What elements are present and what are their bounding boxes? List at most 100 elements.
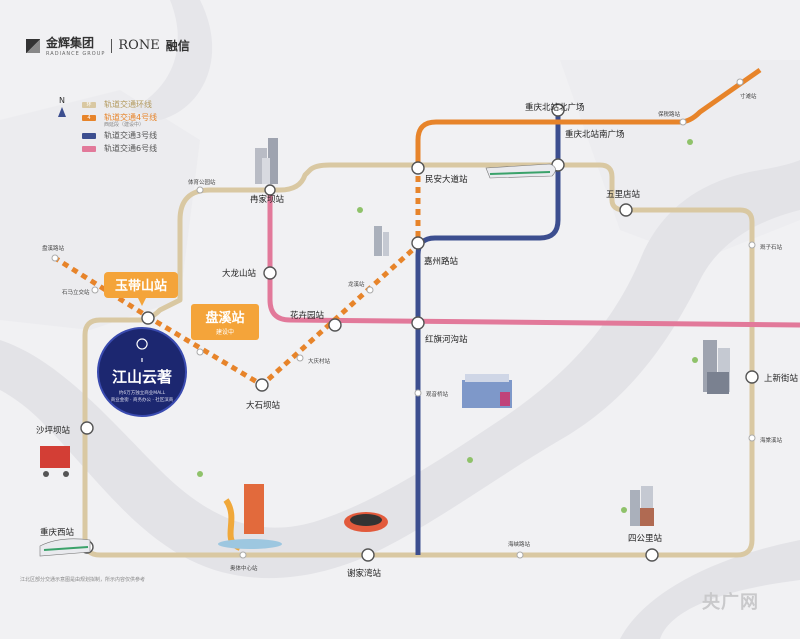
legend-item: 轨道交通3号线 [82,129,157,142]
compass-label: N [59,96,65,105]
legend-label: 轨道交通4号线 [104,113,158,122]
legend-item: 4 轨道交通4号线 [82,111,157,124]
station-label: 嘉州路站 [424,256,459,267]
station-node[interactable] [263,266,277,280]
station-dot[interactable] [51,254,59,262]
compass-arrow-icon [58,107,66,117]
station-label-small: 溉子石站 [760,243,783,251]
station-node[interactable] [551,103,565,117]
station-label-small: 观音桥站 [426,390,449,398]
brand-divider [111,38,113,53]
station-dot[interactable] [239,551,247,559]
station-label-small: 盘溪路站 [42,244,65,252]
loop-line [82,162,755,558]
river [130,0,213,120]
panxi-label: 盘溪站 [205,310,244,326]
panxi-badge[interactable]: 盘溪站 建设中 [191,304,259,340]
station-label: 重庆北站北广场 [525,102,585,113]
station-node[interactable] [411,236,425,250]
station-dot[interactable] [516,551,524,559]
project-marker[interactable]: 江山云著 约6万方独立商业MALL 商业金街 · 商务办公 · 社区滨商 [97,327,187,417]
station-label-small: 奥体中心站 [230,564,258,572]
building-illustration [703,340,730,394]
panxi-note: 建设中 [216,328,234,336]
train-illustration [485,163,556,179]
station-dot[interactable] [91,286,99,294]
stadium-illustration [344,512,388,532]
train-illustration [39,538,91,557]
station-label: 红旗河沟站 [425,334,468,345]
company-name: 金辉集团 [46,36,95,50]
legend-swatch [82,132,96,139]
legend-label: 轨道交通环线 [104,100,152,109]
line4 [415,67,762,165]
station-node[interactable] [328,318,342,332]
station-dot[interactable] [679,118,687,126]
shopping-cart-icon [40,446,70,477]
station-label-small: 石马立交站 [62,288,90,296]
building-illustration [374,226,389,256]
legend-label: 轨道交通6号线 [104,144,158,153]
legend-swatch: 4 [82,114,96,121]
amusement-park-illustration [218,484,282,551]
station-node[interactable] [745,370,759,384]
partner-name-cn: 融信 [165,39,190,53]
station-node[interactable] [80,421,94,435]
station-dot[interactable] [748,434,756,442]
yudaishan-label: 玉带山站 [115,278,167,294]
river [0,160,800,579]
watermark: 央广网 [702,592,759,613]
station-node[interactable] [361,548,375,562]
building-illustration [255,138,278,184]
legend: 环 轨道交通环线 4 轨道交通4号线 西延段（建设中） 轨道交通3号线 轨道交通… [82,98,157,155]
tree-icon [197,139,698,513]
station-label-small: 龙溪站 [348,280,365,288]
station-node[interactable] [411,161,425,175]
station-label: 花卉园站 [290,310,325,321]
station-label-small: 寸滩站 [740,92,757,100]
yudaishan-badge[interactable]: 玉带山站 [104,272,178,306]
land-patch [0,90,200,330]
station-dot[interactable] [196,348,204,356]
station-node[interactable] [255,378,269,392]
station-node[interactable] [264,184,276,196]
station-label: 冉家坝站 [250,194,285,205]
station-dot[interactable] [748,241,756,249]
station-dot[interactable] [196,186,204,194]
station-dot[interactable] [736,78,744,86]
station-dot[interactable] [296,354,304,362]
station-label-small: 海棠溪站 [760,436,783,444]
station-node[interactable] [645,548,659,562]
building-illustration [630,486,654,526]
project-desc: 约6万方独立商业MALL [119,389,166,396]
legend-swatch: 环 [82,101,96,108]
station-node[interactable] [141,311,155,325]
station-dot[interactable] [414,389,422,397]
line6 [267,190,800,328]
station-node[interactable] [619,203,633,217]
project-name: 江山云著 [112,368,172,386]
location-pin-icon [136,338,148,362]
compass: N [58,96,66,117]
station-label: 重庆西站 [40,527,75,538]
legend-item: 轨道交通6号线 [82,142,157,155]
brand-logo-icon [26,38,40,53]
company-name-en: RADIANCE GROUP [46,51,106,57]
station-label: 大龙山站 [222,268,257,279]
station-dot[interactable] [366,286,374,294]
station-label-small: 保税路站 [658,110,681,118]
station-label: 四公里站 [628,533,663,544]
station-label-small: 海峡路站 [508,540,531,548]
station-node[interactable] [411,316,425,330]
station-label: 谢家湾站 [347,568,382,579]
legend-swatch [82,145,96,152]
station-label: 民安大道站 [425,174,468,185]
station-label: 大石坝站 [246,400,281,411]
mall-illustration [462,374,512,408]
brand-header: 金辉集团 RADIANCE GROUP RONE 融信 [26,34,190,57]
station-label: 五里店站 [606,189,641,200]
legend-label: 轨道交通3号线 [104,131,158,140]
project-desc: 商业金街 · 商务办公 · 社区滨商 [111,396,174,403]
station-label: 沙坪坝站 [36,425,71,436]
